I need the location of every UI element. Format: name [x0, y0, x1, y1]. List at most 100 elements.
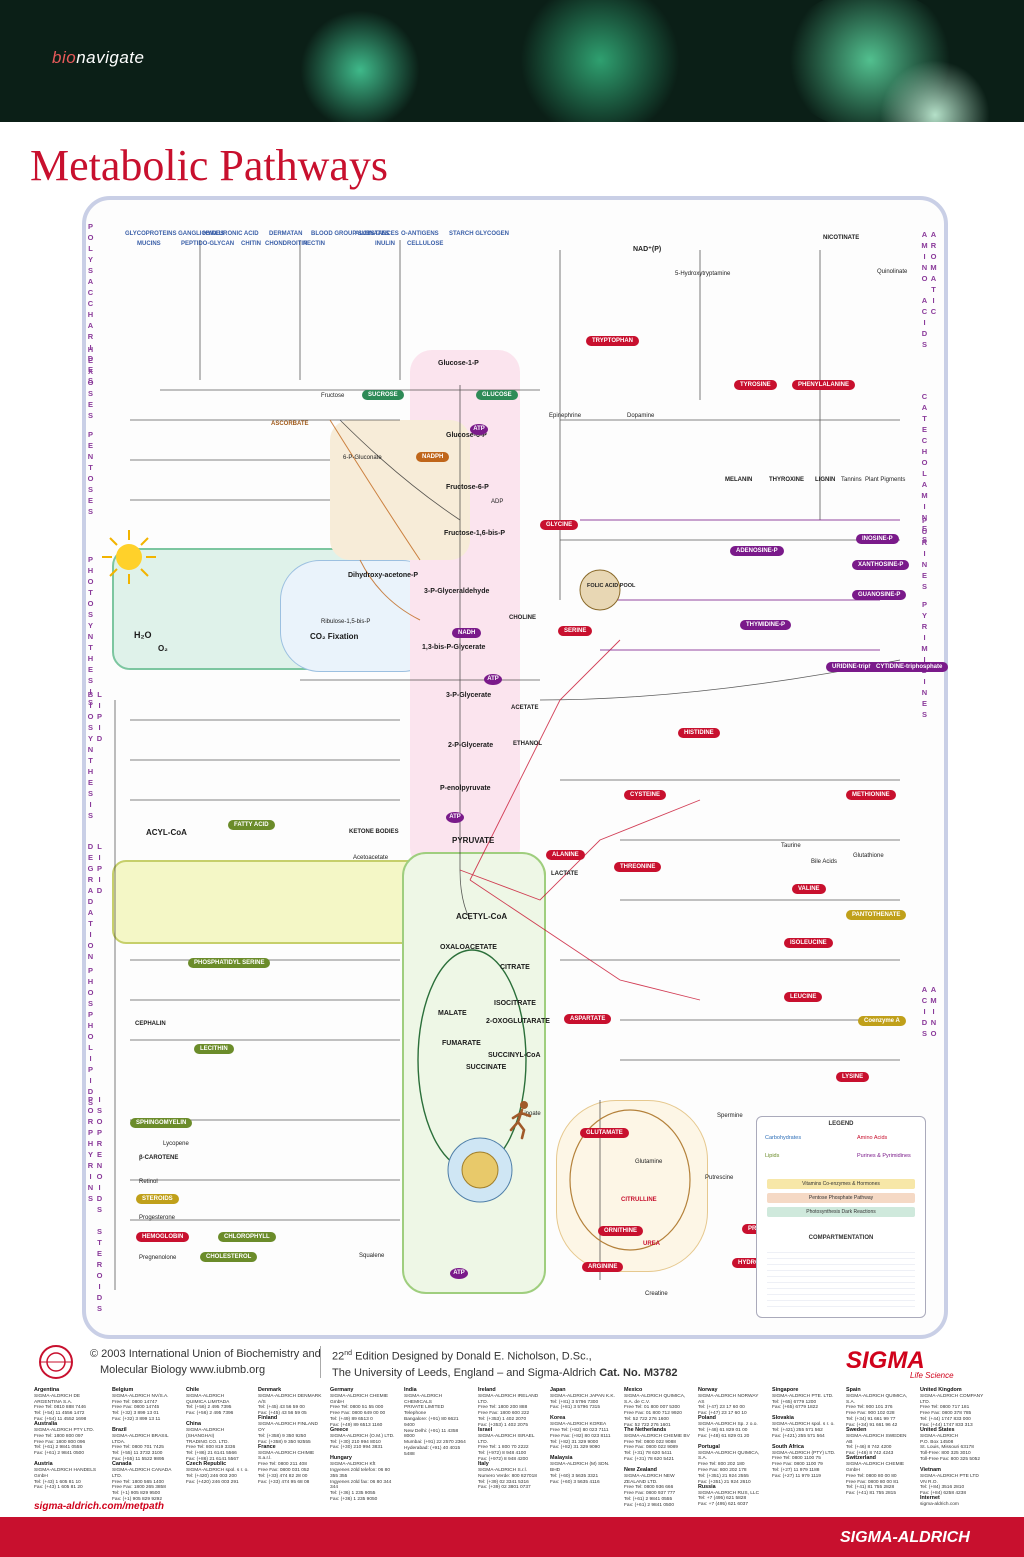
node-glycine: GLYCINE — [540, 520, 579, 530]
group-chondroitin: CHONDROITIN — [265, 241, 308, 247]
node-putrescine: Putrescine — [705, 1175, 734, 1181]
node-serine: SERINE — [558, 626, 593, 636]
node-nadph: NADPH — [416, 452, 450, 462]
node-acetate: ACETATE — [511, 705, 539, 711]
node-ketone-bodies: KETONE BODIES — [349, 829, 399, 835]
legend-vitamins: Vitamins Co-enzymes & Hormones — [767, 1179, 915, 1189]
node-fructose-16-bisp: Fructose-1,6-bis-P — [444, 530, 506, 537]
node-pep: P-enolpyruvate — [440, 785, 491, 792]
node-tyrosine: TYROSINE — [734, 380, 777, 390]
node-guanosine-p: GUANOSINE-P — [852, 590, 907, 600]
sigma-subtitle: Life Science — [910, 1371, 954, 1380]
group-peptidoglycan: PEPTIDO-GLYCAN — [181, 241, 235, 247]
group-chitin: CHITIN — [241, 241, 261, 247]
node-sucrose: SUCROSE — [362, 390, 404, 400]
node-bpg: 1,3-bis-P-Glycerate — [422, 644, 486, 651]
edition-text: 22nd Edition Designed by Donald E. Nicho… — [332, 1350, 678, 1379]
node-pyruvate: PYRUVATE — [452, 836, 495, 845]
node-pregnenolone: Pregnenolone — [139, 1255, 177, 1261]
legend-photosynthesis: Photosynthesis Dark Reactions — [767, 1207, 915, 1217]
node-glucose-1-p: Glucose-1-P — [438, 360, 479, 367]
node-dopamine: Dopamine — [627, 413, 655, 419]
node-acetoacetate: Acetoacetate — [353, 855, 389, 861]
node-adp: ADP — [491, 499, 504, 505]
legend-purines: Purines & Pyrimidines — [857, 1153, 911, 1159]
node-citrate: CITRATE — [500, 964, 530, 971]
legend-carbohydrates: Carbohydrates — [765, 1135, 802, 1141]
side-label-pyrimidines: PYRIMIDINES — [920, 600, 929, 721]
runner-icon — [509, 1101, 532, 1140]
side-label-amino-acids: AMINO ACIDS — [920, 985, 938, 1040]
node-squalene: Squalene — [359, 1253, 385, 1259]
node-glutamate: GLUTAMATE — [580, 1128, 629, 1138]
node-xanthosine-p: XANTHOSINE-P — [852, 560, 910, 570]
node-tryptophan: TRYPTOPHAN — [586, 336, 640, 346]
side-label-lipid-biosynthesis: LIPID BIOSYNTHESIS — [86, 690, 104, 822]
group-starch-glycogen: STARCH GLYCOGEN — [449, 231, 510, 237]
node-isocitrate: ISOCITRATE — [494, 1000, 536, 1007]
node-spermine: Spermine — [717, 1113, 743, 1119]
node-pantothenate: PANTOTHENATE — [846, 910, 907, 920]
node-hemoglobin: HEMOGLOBIN — [136, 1232, 190, 1242]
group-dermatan: DERMATAN — [269, 231, 303, 237]
group-bloodgroup: BLOOD GROUP SUBSTANCES — [311, 231, 399, 237]
side-label-aromatic-amino-acids: AROMATIC AMINO ACIDS — [920, 230, 938, 351]
node-ascorbate: ASCORBATE — [271, 421, 309, 427]
node-h2o: H₂O — [134, 630, 152, 640]
node-aspartate: ASPARTATE — [564, 1014, 612, 1024]
node-adenosine-p: ADENOSINE-P — [730, 546, 784, 556]
copyright-text: © 2003 International Union of Biochemist… — [90, 1348, 321, 1376]
legend-pentose: Pentose Phosphate Pathway — [767, 1193, 915, 1203]
group-cellulose: CELLULOSE — [407, 241, 444, 247]
cat-no: Cat. No. M3782 — [599, 1366, 678, 1379]
node-phenylalanine: PHENYLALANINE — [792, 380, 856, 390]
node-melanin: MELANIN — [725, 477, 753, 483]
node-choline: CHOLINE — [509, 615, 536, 621]
node-fatty-acid: FATTY ACID — [228, 820, 275, 830]
node-bile-acids: Bile Acids — [811, 859, 838, 865]
node-progesterone: Progesterone — [139, 1215, 176, 1221]
legend-notes — [767, 1247, 915, 1309]
node-arginine: ARGININE — [582, 1262, 624, 1272]
metpath-link[interactable]: sigma-aldrich.com/metpath — [34, 1501, 165, 1512]
legend-title: LEGEND — [828, 1121, 854, 1127]
header-glow-1 — [300, 10, 420, 122]
node-3pg: 3-P-Glycerate — [446, 692, 492, 699]
node-2-oxoglutarate: 2-OXOGLUTARATE — [486, 1018, 550, 1025]
atp-badge-3: ATP — [446, 812, 464, 823]
node-co2-fixation: CO₂ Fixation — [310, 632, 359, 641]
node-nadp: NAD⁺(P) — [633, 246, 662, 253]
legend-panel: LEGEND Carbohydrates Amino Acids Lipids … — [756, 1116, 926, 1318]
node-lactate: LACTATE — [551, 871, 579, 877]
node-lysine: LYSINE — [836, 1072, 870, 1082]
sigma-aldrich-logo: SIGMA-ALDRICH — [840, 1529, 970, 1546]
side-label-purines: PURINES — [920, 516, 929, 593]
node-methionine: METHIONINE — [846, 790, 896, 800]
node-phosphatidylserine: PHOSPHATIDYL SERINE — [188, 958, 271, 968]
group-o-antigens: O-ANTIGENS — [401, 231, 439, 237]
node-dhap: Dihydroxy-acetone-P — [348, 572, 419, 579]
node-urea: UREA — [643, 1241, 661, 1247]
node-retinol: Retinol — [139, 1179, 158, 1185]
node-cysteine: CYSTEINE — [624, 790, 667, 800]
node-leucine: LEUCINE — [784, 992, 823, 1002]
group-pectin: PECTIN — [303, 241, 326, 247]
node-threonine: THREONINE — [614, 862, 662, 872]
